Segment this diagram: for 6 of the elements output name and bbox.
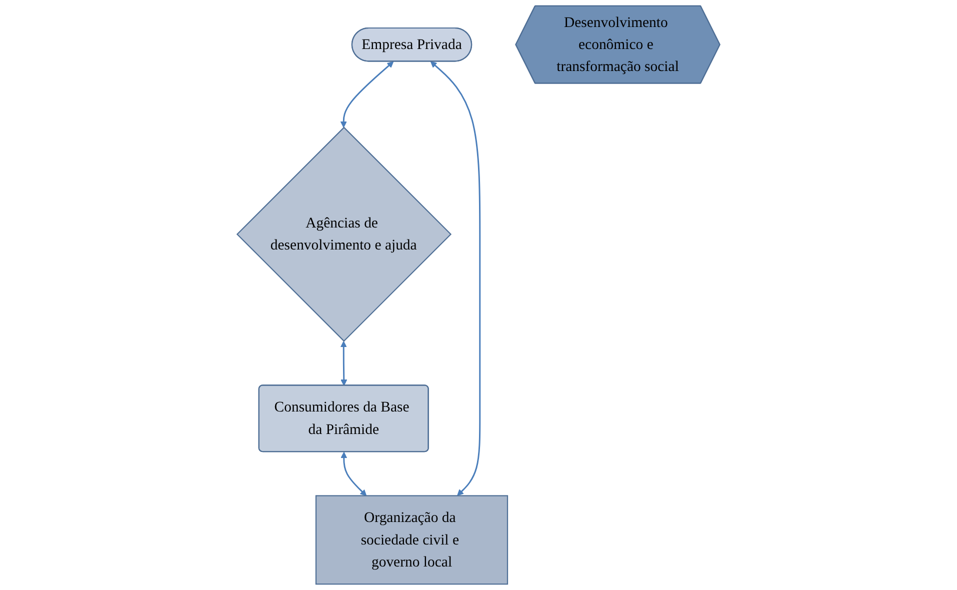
arrow (340, 452, 367, 496)
arrow (430, 61, 481, 496)
node-box: Organização da sociedade civil e governo local (315, 495, 508, 585)
arrow (340, 341, 348, 386)
arrow (340, 61, 394, 128)
node-diamond: Agências de desenvolvimento e ajuda (236, 126, 452, 342)
